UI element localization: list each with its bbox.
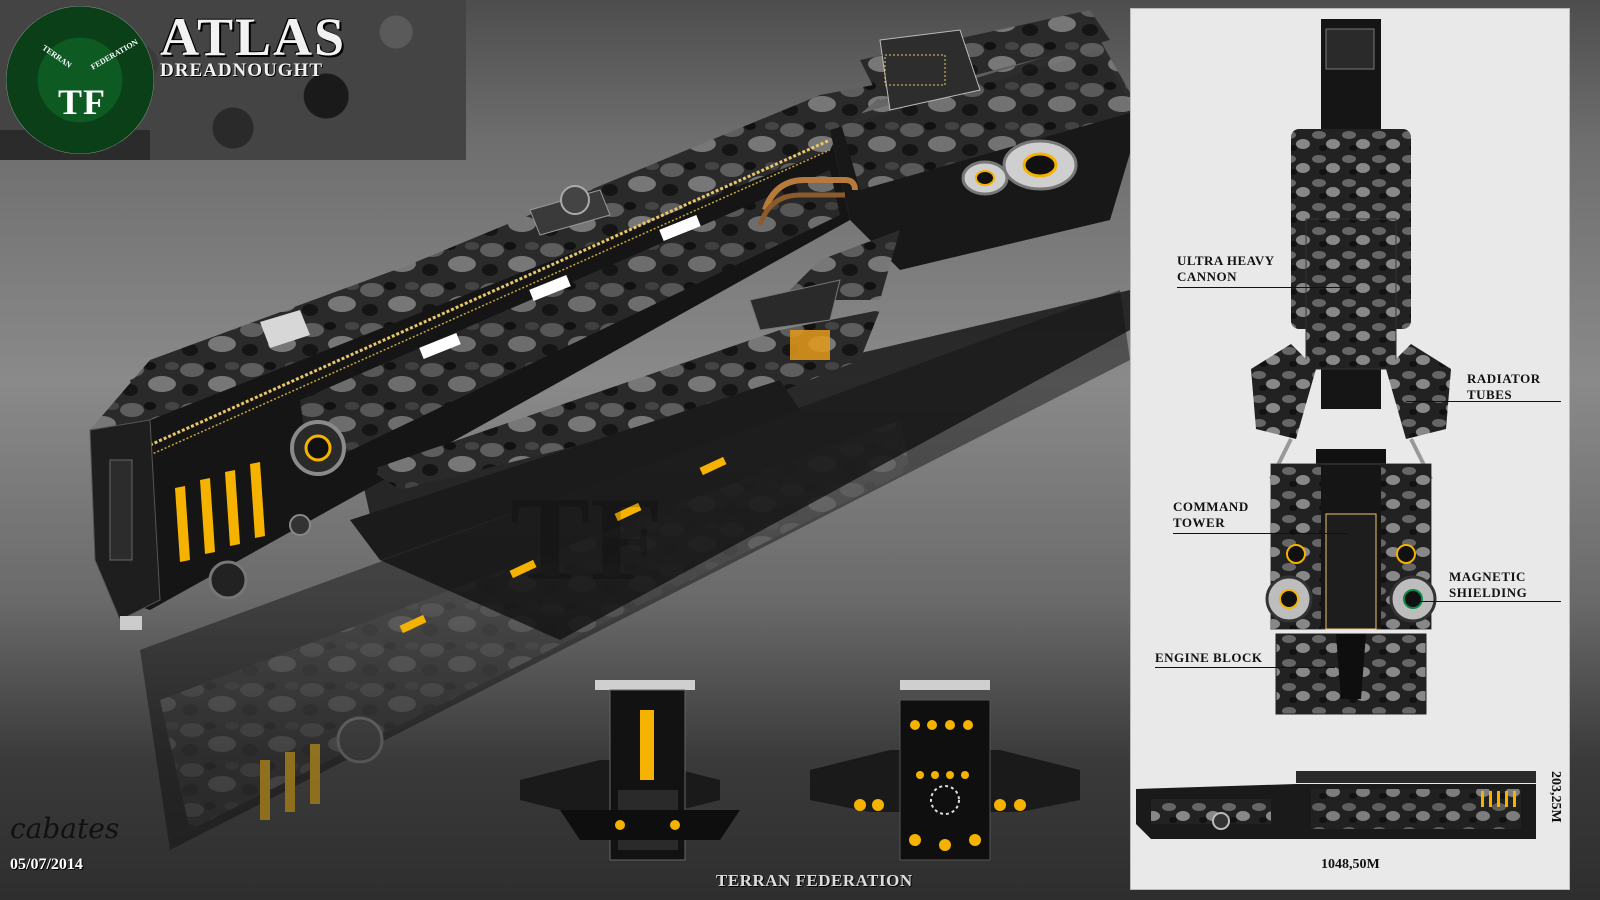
terran-federation-emblem: TERRAN FEDERATION TF — [6, 6, 154, 154]
callout-ultra-heavy-cannon: ULTRA HEAVY CANNON — [1177, 253, 1275, 284]
top-view-schematic — [1136, 19, 1536, 839]
emblem-initials: TF — [58, 82, 107, 122]
callout-leader-engine — [1155, 667, 1335, 668]
ship-class: DREADNOUGHT — [160, 60, 324, 81]
tf-watermark: TF — [510, 472, 664, 605]
callout-leader-shield — [1413, 601, 1561, 602]
dreadnought-render — [89, 10, 1140, 861]
callout-leader-radiator — [1406, 401, 1561, 402]
front-view-thumbnail — [520, 680, 740, 861]
callout-engine-block: ENGINE BLOCK — [1155, 650, 1263, 665]
callout-radiator-tubes: RADIATOR TUBES — [1467, 371, 1541, 402]
ship-title: ATLAS — [160, 7, 347, 67]
faction-footer: TERRAN FEDERATION — [716, 871, 913, 890]
callout-magnetic-shielding: MAGNETIC SHIELDING — [1449, 569, 1528, 600]
length-dimension: 1048,50M — [1321, 857, 1380, 872]
side-view-schematic — [1136, 771, 1536, 839]
schematic-panel: ULTRA HEAVY CANNON RADIATOR TUBES COMMAN… — [1130, 8, 1570, 890]
callout-leader-tower — [1173, 533, 1348, 534]
callout-command-tower: COMMAND TOWER — [1173, 499, 1249, 530]
callout-leader-cannon — [1177, 287, 1352, 288]
height-dimension: 203,25M — [1548, 771, 1563, 823]
rear-view-thumbnail — [810, 680, 1080, 861]
creation-date: 05/07/2014 — [10, 856, 83, 873]
artist-signature: cabates — [10, 812, 120, 845]
